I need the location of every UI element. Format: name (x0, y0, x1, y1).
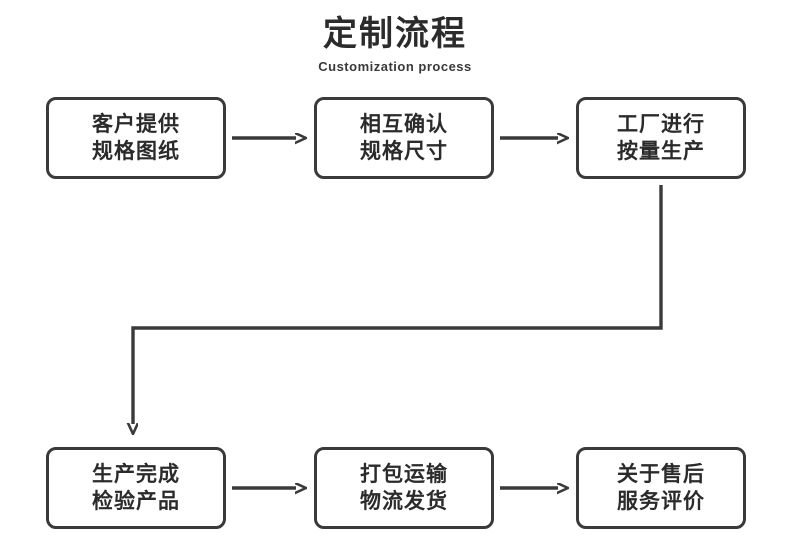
flow-node-packing-shipping[interactable]: 打包运输 物流发货 (314, 447, 494, 529)
node-line-1: 客户提供 (92, 113, 180, 136)
node-line-2: 规格尺寸 (360, 140, 448, 163)
node-line-2: 检验产品 (92, 490, 180, 513)
page-subtitle: Customization process (318, 59, 472, 74)
flow-node-factory-production[interactable]: 工厂进行 按量生产 (576, 97, 746, 179)
connector-arrow-3 (133, 185, 663, 424)
flow-node-customer-provides-specs[interactable]: 客户提供 规格图纸 (46, 97, 226, 179)
node-line-2: 服务评价 (617, 490, 705, 513)
flow-node-production-inspection[interactable]: 生产完成 检验产品 (46, 447, 226, 529)
node-line-1: 关于售后 (617, 463, 705, 486)
flow-node-after-sales-review[interactable]: 关于售后 服务评价 (576, 447, 746, 529)
node-line-1: 打包运输 (360, 463, 448, 486)
page-title: 定制流程 (323, 15, 467, 53)
node-line-2: 物流发货 (360, 490, 448, 513)
node-line-2: 规格图纸 (92, 140, 180, 163)
node-line-1: 工厂进行 (617, 113, 705, 136)
node-line-2: 按量生产 (617, 140, 705, 163)
node-line-1: 生产完成 (92, 463, 180, 486)
node-line-1: 相互确认 (360, 113, 448, 136)
flow-node-mutual-confirm-specs[interactable]: 相互确认 规格尺寸 (314, 97, 494, 179)
